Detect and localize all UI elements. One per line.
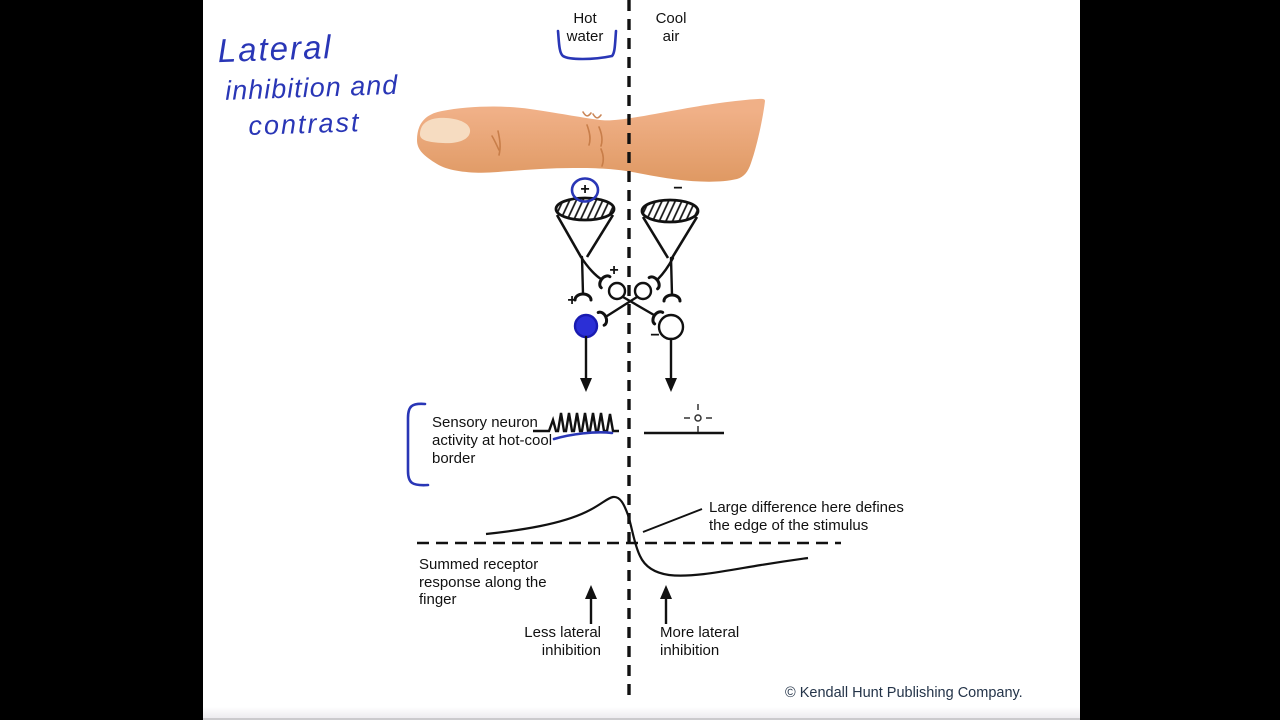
ink-bracket-sensory [406, 402, 430, 487]
diagram-art [406, 0, 841, 700]
hot-receptor-plus-sign: + [580, 181, 590, 198]
cool-branch-axon [656, 256, 675, 281]
ink-bracket-hot-water [556, 29, 618, 61]
slide-canvas: Lateral inhibition and contrast Hot wate… [203, 0, 1080, 720]
finger-illustration [417, 98, 765, 182]
neural-circuit [573, 255, 685, 381]
down-arrowhead-left [580, 378, 592, 392]
finger-creases [491, 111, 605, 167]
summed-response-caption: Summed receptor response along the finge… [419, 556, 547, 608]
synaptic-boutons [573, 274, 682, 327]
letterbox-right [1080, 0, 1280, 720]
interneuron-left [607, 281, 627, 301]
handwritten-title-line3: contrast [247, 107, 361, 142]
finger-body [417, 98, 765, 182]
interneuron-right [633, 281, 653, 301]
sensory-activity-caption: Sensory neuron activity at hot-cool bord… [432, 414, 553, 467]
output-minus-sign: − [650, 327, 660, 344]
up-arrowhead-right [660, 585, 672, 599]
spike-train [533, 412, 619, 433]
ink-underline-spikes [552, 431, 614, 441]
letterbox-left [0, 0, 203, 720]
cross-axon-left-to-right [621, 295, 656, 317]
output-neuron-active [573, 313, 599, 339]
less-lateral-inhibition-label: Less lateral inhibition [524, 624, 601, 659]
ink-annotations [406, 29, 618, 487]
hot-receptor-cone [554, 196, 616, 258]
cross-axon-right-to-left [605, 295, 639, 318]
up-arrowhead-left [585, 585, 597, 599]
cool-air-label: Cool air [655, 10, 687, 45]
edge-pointer-line [642, 508, 703, 533]
hot-water-label: Hot water [566, 10, 604, 45]
direct-synapse-plus-sign: + [567, 292, 577, 309]
plus-ink-circle [570, 177, 600, 203]
bottom-edge-strip [203, 707, 1080, 720]
more-lateral-inhibition-label: More lateral inhibition [660, 624, 740, 659]
crosshair-cursor [684, 404, 712, 432]
hot-direct-axon [580, 255, 585, 296]
handwritten-title-line1: Lateral [217, 28, 334, 70]
cool-receptor-minus-sign: − [673, 180, 683, 197]
handwritten-title-line2: inhibition and [224, 69, 399, 106]
hot-branch-axon [579, 255, 603, 281]
interneuron-plus-sign: + [609, 262, 619, 279]
cool-direct-axon [669, 256, 674, 297]
copyright-notice: © Kendall Hunt Publishing Company. [785, 685, 1023, 701]
fingernail [419, 117, 471, 144]
handwritten-title: Lateral inhibition and contrast [213, 23, 400, 145]
edge-difference-note: Large difference here defines the edge o… [709, 499, 904, 534]
response-curve [485, 495, 809, 577]
cool-receptor-cone [640, 198, 700, 259]
down-arrowhead-right [665, 378, 677, 392]
